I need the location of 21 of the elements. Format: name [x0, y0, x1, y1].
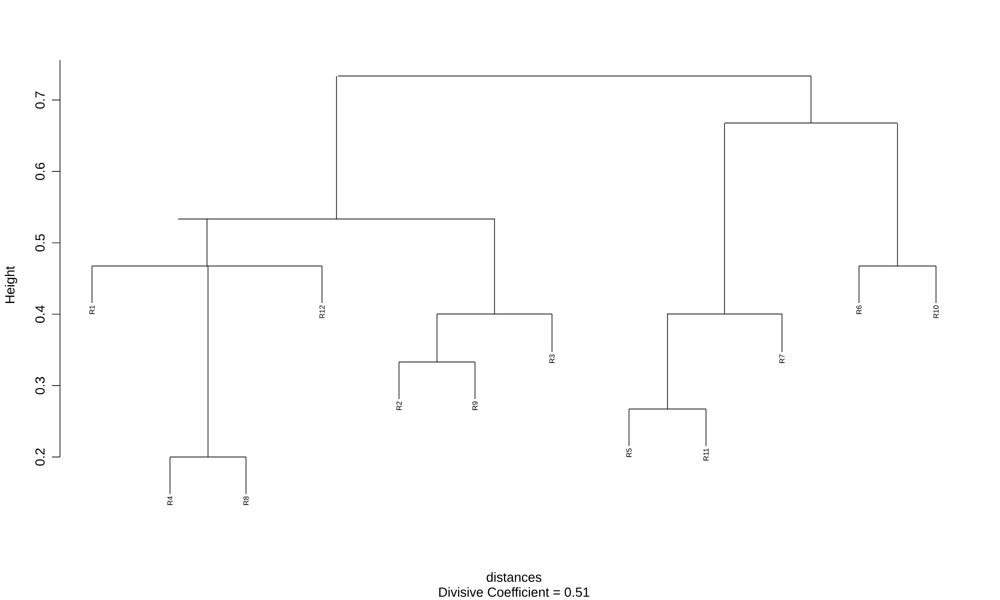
tree-branch — [436, 314, 438, 362]
tree-branch — [628, 408, 630, 446]
tree-branch — [398, 362, 400, 400]
tree-branch — [667, 314, 668, 410]
axis-title: distances — [486, 572, 542, 582]
tree-branch — [810, 76, 812, 124]
tick-label: 0.5 — [35, 234, 45, 252]
tree-branch — [897, 122, 898, 266]
tree-branch — [336, 76, 337, 220]
tick-label: 0.7 — [35, 92, 45, 109]
tree-branch — [494, 218, 495, 314]
tree-branch — [724, 122, 725, 314]
tree-branch — [474, 362, 476, 400]
tick-label: 0.4 — [35, 305, 45, 323]
caption: Divisive Coefficient = 0.51 — [439, 587, 590, 597]
tick-label: 0.3 — [35, 377, 45, 394]
tree-branch — [206, 218, 208, 266]
tick-label: 0.6 — [35, 162, 45, 180]
axis-title: Height — [4, 266, 18, 303]
tick-label: 0.2 — [35, 448, 45, 466]
tree-branch — [858, 266, 860, 304]
